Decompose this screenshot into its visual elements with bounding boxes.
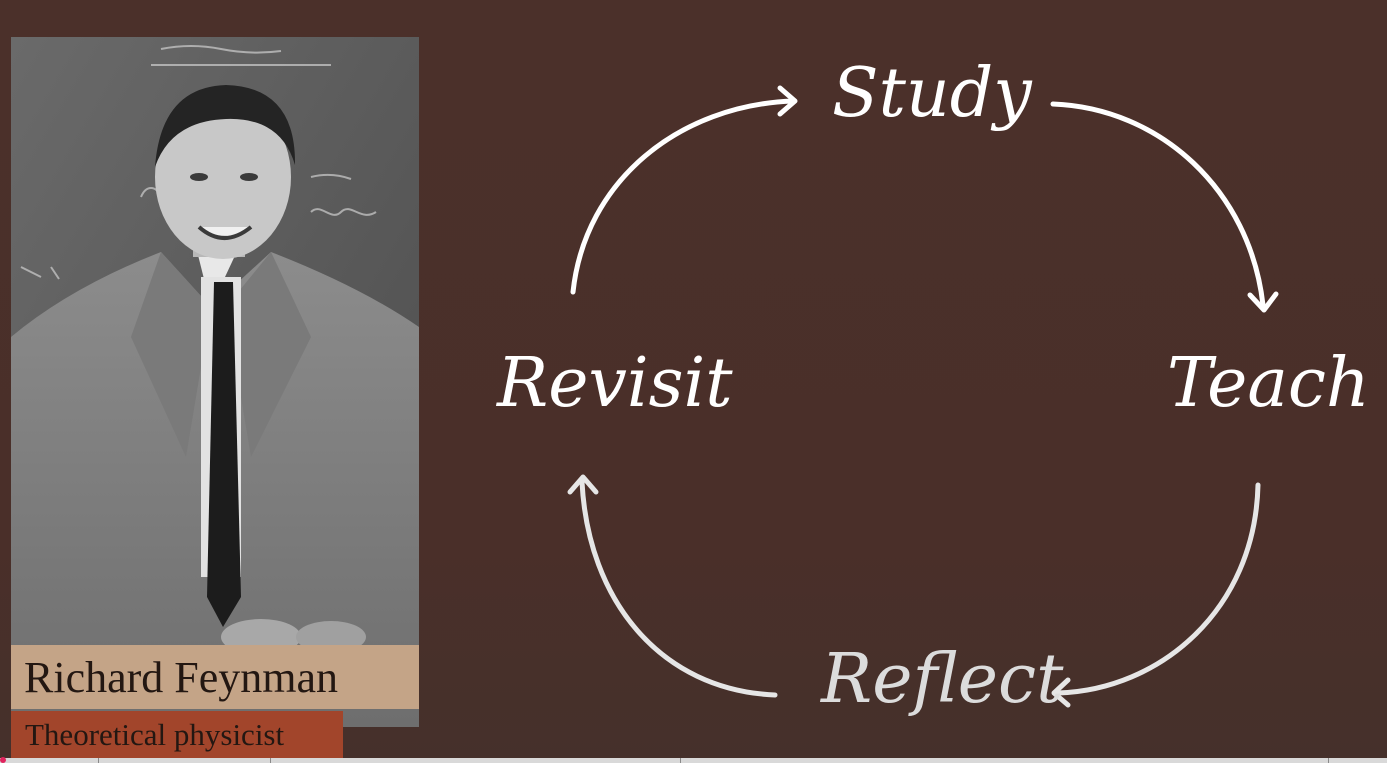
strip-divider [98,758,99,763]
arrowhead-teach [1247,291,1279,313]
arrow-revisit-to-study [570,98,796,295]
person-role: Theoretical physicist [11,711,343,758]
bottom-strip [0,758,1387,763]
arrowhead-study [777,85,798,117]
portrait-illustration [11,37,419,727]
strip-divider [270,758,271,763]
arrow-study-to-teach [1050,101,1266,308]
cycle-step-reflect: Reflect [821,640,1064,719]
portrait-photo [11,37,419,727]
strip-divider [1328,758,1329,763]
strip-divider [680,758,681,763]
arrowhead-reflect [1051,677,1071,708]
arrow-reflect-to-revisit [579,479,778,698]
person-name: Richard Feynman [11,645,419,709]
cycle-step-revisit: Revisit [497,344,733,423]
cycle-step-study: Study [832,54,1032,133]
arrowhead-revisit [567,474,599,495]
arrow-teach-to-reflect [1055,482,1261,696]
record-dot-icon [0,757,6,763]
cycle-step-teach: Teach [1167,344,1370,423]
